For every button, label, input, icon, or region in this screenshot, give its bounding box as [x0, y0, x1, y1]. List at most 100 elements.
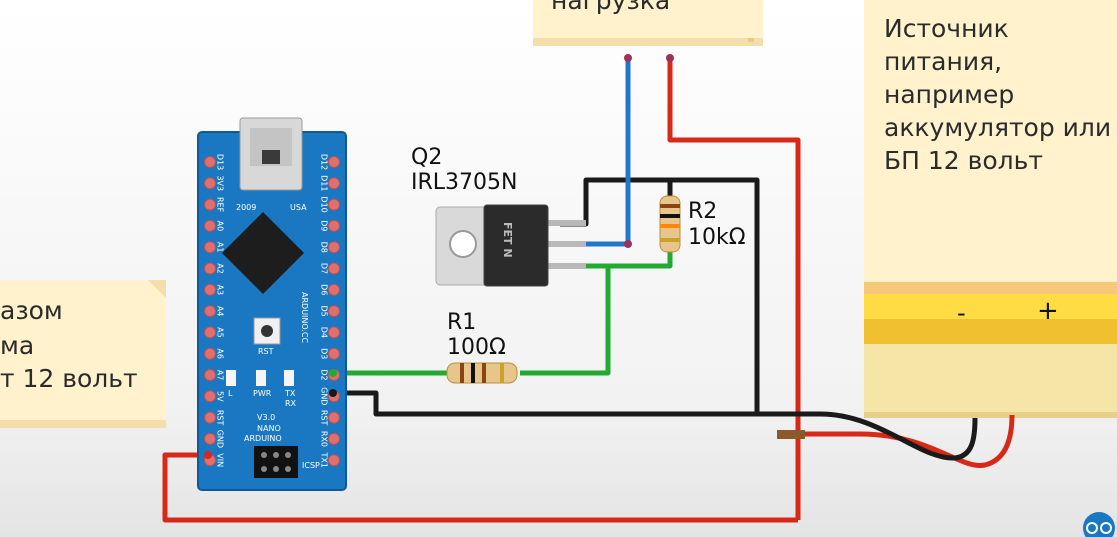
arduino-version-label: V3.0 — [257, 413, 275, 422]
wire-red-vin — [162, 452, 798, 523]
arduino-nano — [197, 117, 347, 491]
pin-right-3 — [328, 219, 340, 232]
resistor-r1 — [446, 362, 518, 384]
pin-label-left-2: REF — [216, 197, 225, 213]
wire-red-top — [667, 58, 801, 520]
pin-label-left-5: A2 — [216, 263, 225, 274]
pin-right-6 — [328, 283, 340, 296]
pin-left-2 — [204, 198, 216, 211]
r2-value-label: 10kΩ — [688, 225, 746, 250]
pin-left-7 — [204, 305, 216, 318]
pin-right-12 — [328, 411, 340, 424]
pin-label-right-4: D8 — [320, 242, 329, 253]
pin-label-left-13: GND — [216, 430, 225, 448]
power-source-line-2: питания, — [884, 47, 1003, 76]
pin-label-left-9: A6 — [216, 348, 225, 359]
pin-right-9 — [328, 347, 340, 360]
pin-left-1 — [204, 177, 216, 190]
pin-label-right-7: D5 — [320, 305, 329, 316]
pin-label-right-1: D11 — [320, 175, 329, 191]
pin-right-8 — [328, 326, 340, 339]
pin-label-left-6: A3 — [216, 285, 225, 296]
left-note — [0, 280, 166, 428]
pin-left-13 — [204, 432, 216, 445]
pin-label-right-13: RX0 — [320, 431, 329, 447]
pin-label-right-5: D7 — [320, 263, 329, 274]
pin-label-left-1: 3V3 — [216, 175, 225, 191]
pin-label-left-8: A5 — [216, 327, 225, 338]
arduino-led-rx-label: RX — [285, 399, 297, 408]
pin-label-right-6: D6 — [320, 284, 329, 295]
pin-label-left-12: RST — [216, 410, 225, 426]
power-source-line-4: аккумулятор или — [884, 113, 1112, 142]
pin-label-left-11: 5V — [216, 391, 225, 402]
pin-right-0 — [328, 156, 340, 168]
pin-label-right-8: D4 — [320, 327, 329, 338]
pin-label-left-7: A4 — [216, 306, 225, 317]
mosfet-q2 — [435, 204, 586, 287]
pin-left-5 — [204, 262, 216, 275]
left-note-line-3: т 12 вольт — [0, 364, 138, 393]
resistor-r2 — [659, 195, 681, 253]
arduino-site-label: ARDUINO.CC — [300, 292, 309, 343]
wire-black-gnd — [333, 390, 798, 417]
battery — [864, 294, 1117, 418]
power-source-note — [864, 0, 1117, 296]
pin-right-2 — [328, 198, 340, 211]
load-note — [533, 0, 763, 46]
pin-left-9 — [204, 347, 216, 360]
arduino-model-label: NANO — [257, 424, 281, 433]
load-note-title: нагрузка — [551, 0, 671, 15]
pin-left-8 — [204, 326, 216, 339]
pin-label-right-11: GND — [320, 387, 329, 405]
pin-right-5 — [328, 262, 340, 275]
pin-label-right-0: D12 — [320, 154, 329, 170]
pin-right-4 — [328, 241, 340, 254]
pin-label-left-14: VIN — [216, 453, 225, 467]
pin-label-right-10: D2 — [320, 369, 329, 380]
arduino-logo-icon — [1083, 512, 1115, 537]
arduino-country-label: USA — [290, 203, 307, 212]
power-source-line-5: БП 12 вольт — [884, 146, 1043, 175]
left-note-line-1: азом — [0, 296, 63, 325]
pin-label-right-12: RST — [320, 410, 329, 426]
pin-right-7 — [328, 305, 340, 318]
left-note-line-2: ма — [0, 331, 35, 360]
arduino-icsp-label: ICSP — [302, 461, 320, 470]
pin-label-right-2: D10 — [320, 196, 329, 212]
arduino-rst-label: RST — [258, 347, 274, 356]
pin-label-right-3: D9 — [320, 220, 329, 231]
q2-ref-label: Q2 — [411, 145, 443, 170]
pin-left-0 — [204, 156, 216, 168]
wire-green-r2 — [608, 248, 673, 269]
pin-left-10 — [204, 369, 216, 381]
r1-value-label: 100Ω — [447, 335, 506, 360]
power-source-line-1: Источник — [884, 14, 1009, 43]
pin-left-4 — [204, 241, 216, 254]
power-source-line-3: например — [884, 80, 1015, 109]
q2-part-label: IRL3705N — [411, 170, 518, 195]
pin-right-13 — [328, 432, 340, 445]
mosfet-body-text: FET N — [501, 222, 514, 258]
arduino-title-label: ARDUINO — [244, 434, 282, 443]
arduino-led-pwr-label: PWR — [253, 389, 272, 398]
pin-label-right-14: TX1 — [320, 451, 329, 467]
pin-label-right-9: D3 — [320, 348, 329, 359]
pin-left-3 — [204, 219, 216, 232]
pin-left-11 — [204, 390, 216, 403]
battery-plus-label: + — [1037, 296, 1059, 326]
pin-label-left-0: D13 — [216, 154, 225, 170]
pin-label-left-4: A1 — [216, 242, 225, 253]
arduino-led-tx-label: TX — [284, 389, 296, 398]
pin-left-12 — [204, 411, 216, 424]
pin-label-left-10: A7 — [216, 370, 225, 381]
battery-minus-label: - — [957, 299, 966, 327]
arduino-led-l-label: L — [228, 389, 233, 398]
wire-black-battery — [798, 411, 978, 461]
r1-ref-label: R1 — [447, 310, 477, 335]
arduino-year-label: 2009 — [236, 203, 256, 212]
r2-ref-label: R2 — [688, 199, 718, 224]
pin-label-left-3: A0 — [216, 221, 225, 232]
pin-right-14 — [328, 454, 340, 467]
